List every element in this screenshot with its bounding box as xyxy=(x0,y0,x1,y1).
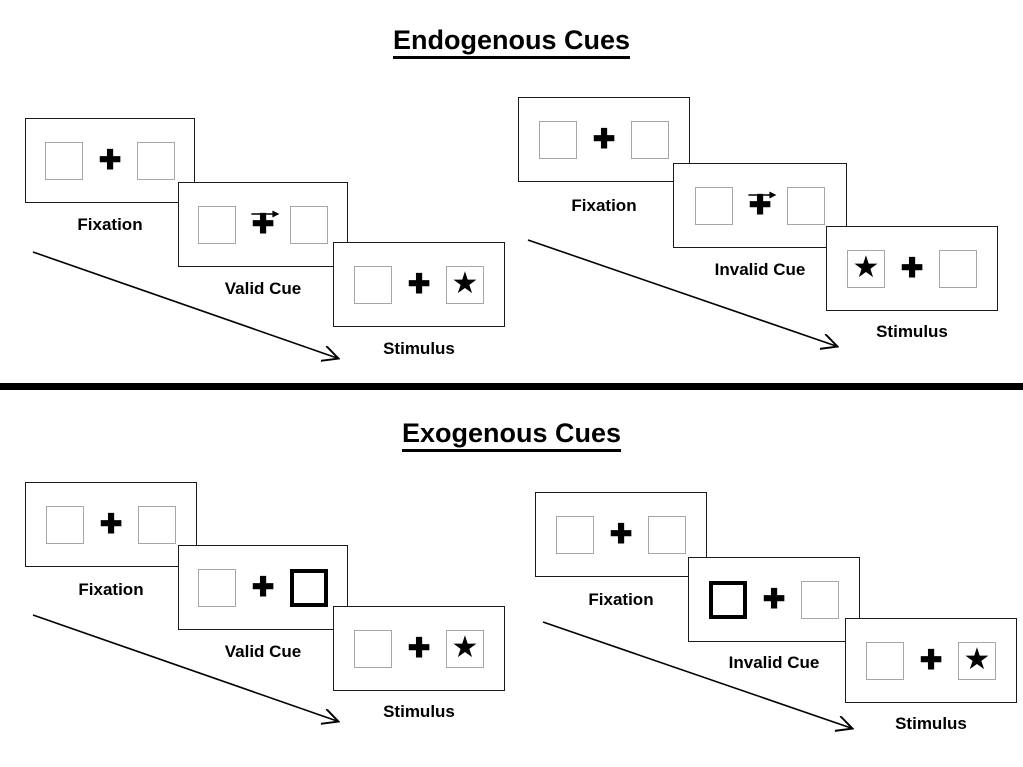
panel-endogenous-valid-stimulus[interactable]: ✚ ★ xyxy=(333,242,505,327)
exogenous-invalid-time-arrow xyxy=(542,621,870,740)
right-box xyxy=(631,120,669,159)
fixation-cross-icon: ✚ xyxy=(762,584,786,614)
fixation-point: ✚ xyxy=(250,209,280,240)
panel-label-endogenous-invalid-stimulus: Stimulus xyxy=(876,322,948,341)
panel-label-endogenous-invalid-cue: Invalid Cue xyxy=(714,260,806,279)
section-title-exogenous-text: Exogenous Cues xyxy=(401,418,622,452)
left-box xyxy=(45,141,83,180)
fixation-cross-icon: ✚ xyxy=(748,190,772,220)
fixation-point: ✚ xyxy=(608,520,634,550)
panel-label-exogenous-valid-cue: Valid Cue xyxy=(224,642,302,661)
fixation-point: ✚ xyxy=(98,510,124,540)
fixation-cross-icon: ✚ xyxy=(407,269,431,299)
panel-endogenous-valid-cue[interactable]: ✚ xyxy=(178,182,348,267)
left-box: ★ xyxy=(847,249,885,288)
panel-label-exogenous-invalid-stimulus: Stimulus xyxy=(895,714,967,733)
left-box xyxy=(198,568,236,607)
panel-exogenous-invalid-stimulus[interactable]: ✚ ★ xyxy=(845,618,1017,703)
fixation-cross-icon: ✚ xyxy=(609,519,633,549)
panel-exogenous-valid-stimulus[interactable]: ✚ ★ xyxy=(333,606,505,691)
right-box xyxy=(787,186,825,225)
panel-label-exogenous-valid-stimulus: Stimulus xyxy=(383,702,455,721)
right-box xyxy=(137,141,175,180)
fixation-point: ✚ xyxy=(918,646,944,676)
endogenous-invalid-time-arrow xyxy=(527,239,855,358)
fixation-cross-icon: ✚ xyxy=(98,145,122,175)
panel-content: ✚ xyxy=(46,505,176,544)
fixation-cross-icon: ✚ xyxy=(919,645,943,675)
left-box-cued xyxy=(709,580,747,619)
panel-content: ✚ ★ xyxy=(354,265,484,304)
panel-content: ✚ xyxy=(556,515,686,554)
right-box xyxy=(801,580,839,619)
star-icon: ★ xyxy=(451,630,479,664)
left-box xyxy=(354,265,392,304)
cue-arrow-right-icon xyxy=(251,210,280,217)
right-box: ★ xyxy=(446,265,484,304)
panel-content: ✚ ★ xyxy=(354,629,484,668)
fixation-cross-icon: ✚ xyxy=(251,572,275,602)
fixation-point: ✚ xyxy=(250,573,276,603)
star-icon: ★ xyxy=(451,266,479,300)
left-box xyxy=(556,515,594,554)
panel-content: ✚ xyxy=(45,141,175,180)
panel-exogenous-invalid-fixation[interactable]: ✚ xyxy=(535,492,707,577)
panel-label-endogenous-valid-stimulus: Stimulus xyxy=(383,339,455,358)
panel-label-endogenous-invalid-fixation: Fixation xyxy=(571,196,637,215)
star-icon: ★ xyxy=(852,250,880,284)
fixation-point: ✚ xyxy=(899,254,925,284)
fixation-point: ✚ xyxy=(97,146,123,176)
right-box xyxy=(290,205,328,244)
right-box: ★ xyxy=(446,629,484,668)
fixation-cross-icon: ✚ xyxy=(900,253,924,283)
panel-content: ✚ xyxy=(198,205,328,244)
endogenous-valid-time-arrow xyxy=(32,251,355,370)
star-icon: ★ xyxy=(963,642,991,676)
panel-endogenous-invalid-stimulus[interactable]: ★ ✚ xyxy=(826,226,998,311)
panel-label-exogenous-invalid-fixation: Fixation xyxy=(588,590,654,609)
panel-endogenous-invalid-fixation[interactable]: ✚ xyxy=(518,97,690,182)
panel-label-exogenous-valid-fixation: Fixation xyxy=(78,580,144,599)
right-box: ★ xyxy=(958,641,996,680)
left-box xyxy=(354,629,392,668)
panel-content: ✚ xyxy=(695,186,825,225)
panel-content: ✚ ★ xyxy=(866,641,996,680)
section-title-endogenous: Endogenous Cues xyxy=(0,25,1023,59)
panel-label-endogenous-valid-cue: Valid Cue xyxy=(224,279,302,298)
right-box xyxy=(939,249,977,288)
panel-content: ★ ✚ xyxy=(847,249,977,288)
panel-label-exogenous-invalid-cue: Invalid Cue xyxy=(728,653,820,672)
fixation-cross-icon: ✚ xyxy=(407,633,431,663)
panel-content: ✚ xyxy=(539,120,669,159)
fixation-cross-icon: ✚ xyxy=(592,124,616,154)
panel-content: ✚ xyxy=(709,580,839,619)
fixation-point: ✚ xyxy=(761,585,787,615)
right-box-cued xyxy=(290,568,328,607)
right-box xyxy=(138,505,176,544)
fixation-point: ✚ xyxy=(591,125,617,155)
left-box xyxy=(866,641,904,680)
cue-arrow-right-icon xyxy=(748,191,777,198)
panel-exogenous-valid-cue[interactable]: ✚ xyxy=(178,545,348,630)
panel-exogenous-invalid-cue[interactable]: ✚ xyxy=(688,557,860,642)
fixation-cross-icon: ✚ xyxy=(251,209,275,239)
fixation-point: ✚ xyxy=(406,634,432,664)
section-title-exogenous: Exogenous Cues xyxy=(0,418,1023,452)
left-box xyxy=(198,205,236,244)
section-title-endogenous-text: Endogenous Cues xyxy=(392,25,630,59)
left-box xyxy=(695,186,733,225)
right-box xyxy=(648,515,686,554)
fixation-cross-icon: ✚ xyxy=(99,509,123,539)
section-divider xyxy=(0,383,1023,390)
panel-content: ✚ xyxy=(198,568,328,607)
left-box xyxy=(539,120,577,159)
panel-endogenous-invalid-cue[interactable]: ✚ xyxy=(673,163,847,248)
fixation-point: ✚ xyxy=(747,190,777,221)
left-box xyxy=(46,505,84,544)
panel-exogenous-valid-fixation[interactable]: ✚ xyxy=(25,482,197,567)
exogenous-valid-time-arrow xyxy=(32,614,355,733)
panel-label-endogenous-valid-fixation: Fixation xyxy=(77,215,143,234)
fixation-point: ✚ xyxy=(406,270,432,300)
panel-endogenous-valid-fixation[interactable]: ✚ xyxy=(25,118,195,203)
